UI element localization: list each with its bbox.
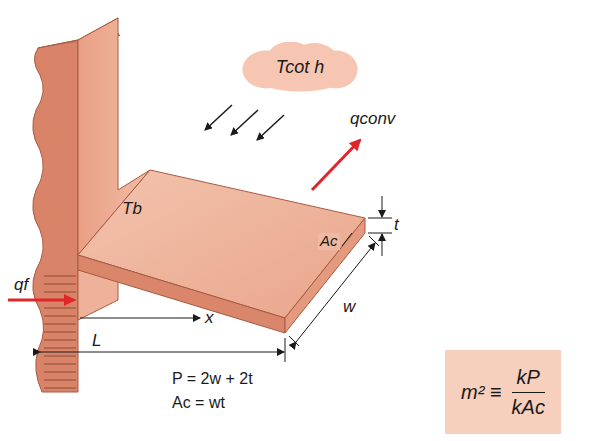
area-label: Ac	[318, 233, 340, 250]
formula-box: m² ≡ kP kAc	[445, 350, 561, 434]
fin-top-face	[78, 170, 365, 318]
base-temperature: Tb	[122, 200, 142, 219]
perimeter-equation: P = 2w + 2t	[172, 370, 253, 388]
fin-end-face	[285, 218, 365, 333]
base-hatching	[44, 276, 76, 388]
convection-arrow	[312, 140, 360, 190]
ambient-cloud: Tcot h	[240, 42, 360, 92]
dimension-tick	[368, 233, 392, 234]
width-label: w	[343, 298, 355, 317]
fraction: kP kAc	[512, 366, 545, 419]
dimension-tick	[285, 338, 286, 362]
dimension-line	[40, 352, 284, 353]
length-label: L	[92, 332, 101, 351]
fraction-bar	[512, 392, 545, 393]
formula-lhs: m² ≡	[461, 381, 502, 404]
axis-arrow	[80, 318, 200, 319]
dimension-line	[296, 243, 375, 342]
dimension-arrow	[382, 196, 383, 217]
thickness-label: t	[394, 216, 399, 235]
flow-arrow	[231, 110, 258, 135]
axis-label: x	[205, 309, 214, 328]
dimension-tick	[289, 336, 299, 346]
cloud-text: Tcot h	[276, 57, 324, 78]
convection-label: qconv	[350, 110, 395, 129]
dimension-tick	[368, 218, 392, 219]
fraction-numerator: kP	[517, 366, 540, 389]
area-equation: Ac = wt	[172, 394, 225, 412]
heat-rate-label: qf	[14, 276, 28, 295]
area-leader	[342, 233, 352, 246]
fin-front-face	[78, 255, 285, 333]
fraction-denominator: kAc	[512, 396, 545, 419]
dimension-arrow	[382, 234, 383, 256]
wall-side	[33, 40, 78, 392]
flow-arrow	[257, 115, 284, 140]
flow-arrow	[205, 105, 232, 130]
heat-in-arrow	[8, 299, 74, 302]
